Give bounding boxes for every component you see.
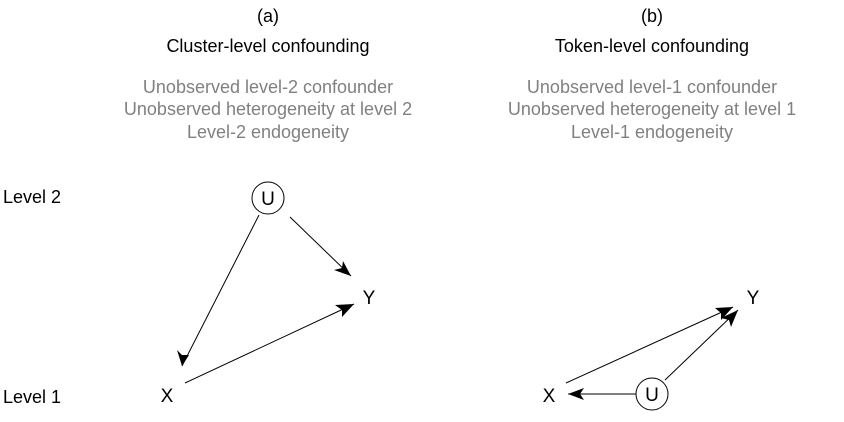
level-2-label: Level 2 bbox=[3, 187, 61, 207]
panel-b-title: Token-level confounding bbox=[555, 36, 749, 56]
edge-a-x-to-y bbox=[184, 303, 355, 384]
panel-b-edges bbox=[565, 306, 739, 400]
arrowhead-a-u-to-y bbox=[334, 261, 351, 276]
edge-b-u-to-y bbox=[664, 309, 739, 381]
panel-a-title: Cluster-level confounding bbox=[166, 36, 369, 56]
arrowhead-b-u-to-x bbox=[568, 388, 584, 400]
panel-b-u-circle bbox=[635, 377, 669, 411]
panel-a-subtitle-1: Unobserved level-2 confounder bbox=[143, 77, 393, 97]
panel-a-subtitle-2: Unobserved heterogeneity at level 2 bbox=[124, 99, 412, 119]
panel-b-subtitle-3: Level-1 endogeneity bbox=[571, 122, 733, 142]
level-1-label: Level 1 bbox=[3, 387, 61, 407]
arrowhead-a-u-to-x bbox=[177, 350, 189, 366]
panel-a-node-y: Y bbox=[363, 288, 376, 309]
arrowhead-b-u-to-y bbox=[721, 310, 738, 327]
arrowhead-a-x-to-y bbox=[335, 304, 354, 317]
panel-b-subtitle-2: Unobserved heterogeneity at level 1 bbox=[508, 99, 796, 119]
panel-a-edges bbox=[177, 214, 355, 384]
edge-a-u-to-y bbox=[289, 216, 352, 277]
panel-b-node-u: U bbox=[645, 385, 659, 406]
panel-a-node-u: U bbox=[261, 189, 275, 210]
panel-a-u-circle bbox=[251, 181, 285, 215]
arrowhead-b-x-to-y bbox=[715, 307, 733, 320]
panel-a-node-x: X bbox=[161, 386, 174, 407]
panel-b: (b) Token-level confounding Unobserved l… bbox=[508, 6, 796, 411]
edge-a-u-to-x bbox=[181, 214, 260, 367]
panel-b-letter: (b) bbox=[641, 6, 663, 26]
panel-b-node-y: Y bbox=[747, 288, 760, 309]
panel-a-subtitle-3: Level-2 endogeneity bbox=[187, 122, 349, 142]
edge-b-x-to-y bbox=[565, 306, 734, 384]
panel-a-letter: (a) bbox=[257, 6, 279, 26]
panel-b-node-x: X bbox=[543, 386, 556, 407]
panel-b-subtitle-1: Unobserved level-1 confounder bbox=[527, 77, 777, 97]
panel-a: (a) Cluster-level confounding Unobserved… bbox=[124, 6, 412, 407]
